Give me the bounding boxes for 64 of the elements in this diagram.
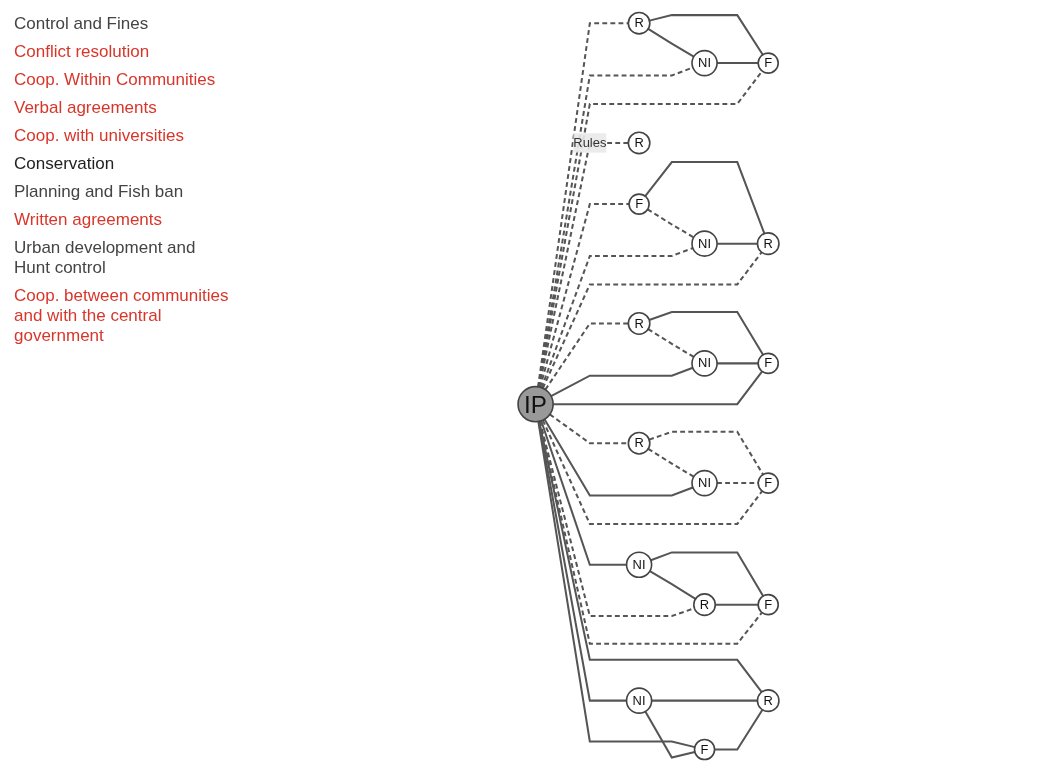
node-circle: NI [691, 229, 718, 257]
node-circle: NI [625, 550, 653, 578]
edge-label: Rules [573, 135, 607, 149]
node-circle: R [627, 130, 651, 154]
node-circle: R [756, 688, 780, 712]
group-caption: Coop. with universities [14, 126, 186, 146]
node-circle: NI [691, 469, 718, 496]
group-caption: Written agreements [14, 210, 164, 230]
connector [539, 202, 630, 388]
connector [544, 321, 629, 390]
group-caption: Conflict resolution [14, 42, 151, 62]
node-circle: NI [625, 686, 653, 714]
connector [717, 242, 758, 245]
node-circle: F [757, 51, 780, 74]
connector [717, 361, 759, 364]
group-caption: Planning and Fish ban [14, 182, 185, 202]
connector [540, 419, 627, 566]
connector [537, 66, 694, 387]
connector [644, 160, 766, 234]
connector [540, 246, 694, 388]
connector [714, 708, 764, 751]
group-caption: Conservation [14, 154, 116, 174]
connector [538, 420, 763, 693]
connector [541, 251, 763, 389]
connector [649, 13, 764, 55]
connector [538, 420, 695, 617]
node-circle: NI [691, 49, 718, 76]
connector [649, 569, 696, 600]
connector [647, 27, 695, 58]
node-circle: IP [517, 385, 554, 422]
node-circle: F [757, 352, 780, 374]
node-circle: F [757, 593, 780, 615]
connector [538, 420, 763, 645]
node-circle: R [627, 311, 651, 335]
group-caption: Coop. Within Communities [14, 70, 217, 90]
node-circle: R [627, 11, 651, 35]
node-circle: F [757, 471, 780, 494]
node-circle: R [693, 592, 717, 616]
connector [648, 310, 764, 355]
connector [549, 413, 629, 444]
connector [543, 418, 694, 496]
connector [644, 710, 696, 759]
connector [647, 447, 695, 478]
group-caption: Control and Fines [14, 14, 150, 34]
group-caption: Coop. between communities and with the central government [14, 286, 230, 346]
node-circle: F [693, 738, 716, 760]
group-caption: Urban development and Hunt control [14, 238, 197, 278]
node-circle: NI [691, 349, 718, 377]
node-circle: F [628, 192, 650, 215]
connector [537, 420, 696, 748]
connector [538, 141, 629, 387]
group-caption: Verbal agreements [14, 98, 158, 118]
connector [717, 61, 759, 64]
connector [650, 550, 764, 597]
connector [541, 419, 763, 525]
node-circle: R [627, 431, 651, 455]
connector [550, 366, 694, 397]
connector [647, 327, 695, 358]
connector [537, 21, 629, 387]
connector [647, 208, 695, 238]
connector [553, 370, 763, 405]
connector [651, 699, 758, 702]
node-circle: R [756, 231, 780, 255]
connector [715, 603, 759, 606]
